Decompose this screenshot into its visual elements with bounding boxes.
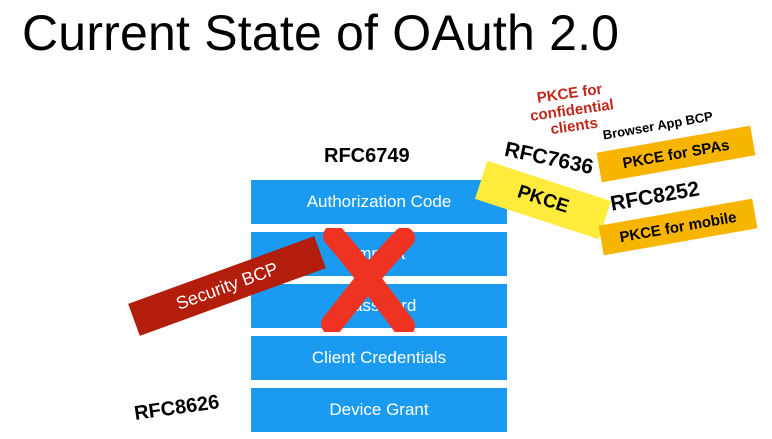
- red-cross-icon: [321, 228, 415, 332]
- grant-label: Device Grant: [329, 400, 429, 419]
- slide-title: Current State of OAuth 2.0: [22, 5, 620, 61]
- grant-device-grant: Device Grant: [251, 388, 507, 432]
- grant-authorization-code: Authorization Code: [251, 180, 507, 224]
- rfc8626-label: RFC8626: [132, 391, 221, 425]
- grant-label: Authorization Code: [306, 192, 452, 211]
- grant-client-credentials: Client Credentials: [251, 336, 507, 380]
- grant-label: Client Credentials: [311, 348, 447, 367]
- rfc6749-label: RFC6749: [324, 145, 410, 167]
